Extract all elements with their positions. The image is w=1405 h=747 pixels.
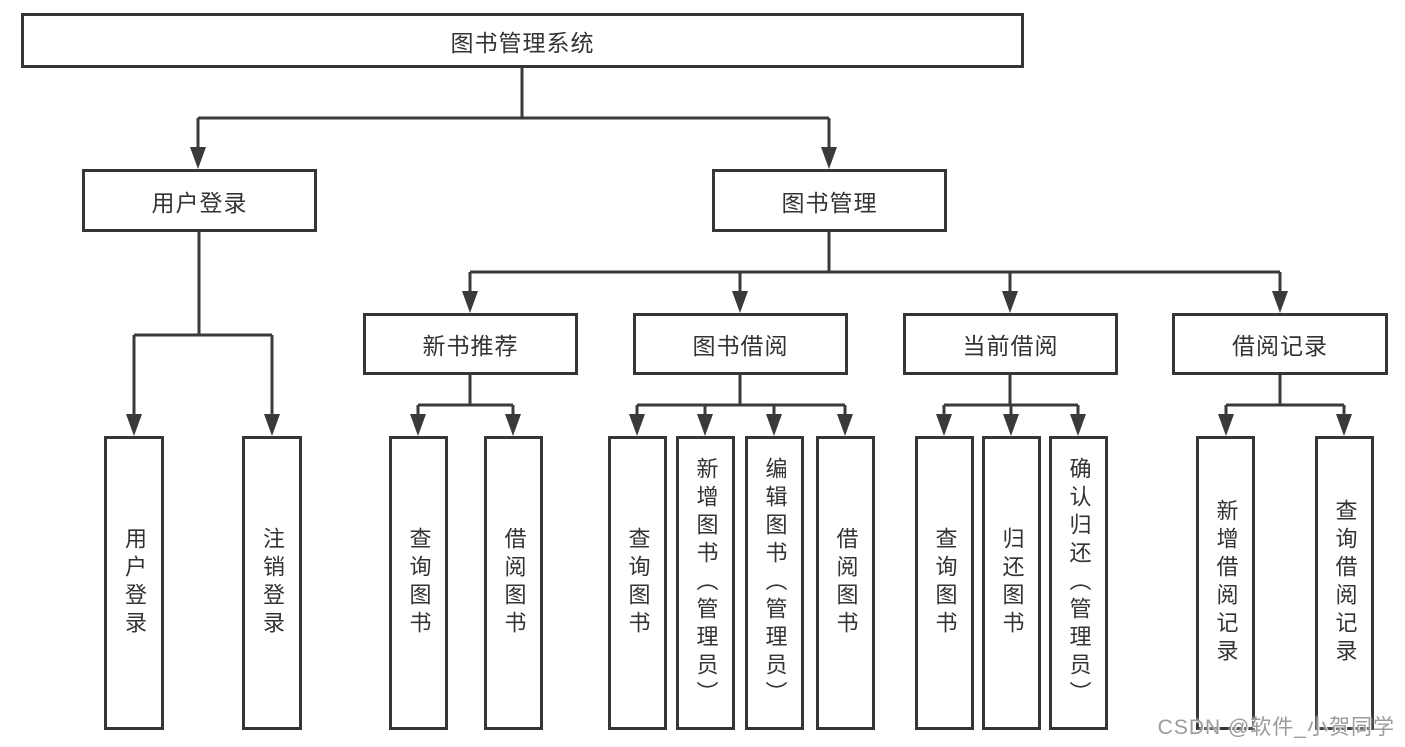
- leaf-edit-book-admin: 编辑图书（管理员）: [745, 436, 804, 730]
- node-label: 查询图书: [406, 527, 432, 639]
- leaf-confirm-return-admin: 确认归还（管理员）: [1049, 436, 1108, 730]
- node-label: 新增图书（管理员）: [693, 457, 719, 709]
- node-root-system: 图书管理系统: [21, 13, 1024, 68]
- node-label: 确认归还（管理员）: [1066, 457, 1092, 709]
- leaf-add-borrow-record: 新增借阅记录: [1196, 436, 1255, 730]
- node-label: 借阅图书: [833, 527, 859, 639]
- node-label: 查询图书: [625, 527, 651, 639]
- node-user-login: 用户登录: [82, 169, 317, 232]
- node-new-book-recommend: 新书推荐: [363, 313, 578, 375]
- node-label: 图书借阅: [692, 333, 789, 359]
- node-label: 当前借阅: [962, 333, 1059, 359]
- leaf-logout: 注销登录: [242, 436, 302, 730]
- node-label: 借阅记录: [1232, 333, 1328, 359]
- leaf-return-book: 归还图书: [982, 436, 1041, 730]
- node-label: 借阅图书: [501, 527, 527, 639]
- node-current-borrow: 当前借阅: [903, 313, 1118, 375]
- node-label: 归还图书: [999, 527, 1025, 639]
- node-book-management: 图书管理: [712, 169, 947, 232]
- leaf-query-books-1: 查询图书: [389, 436, 448, 730]
- node-label: 新书推荐: [422, 333, 519, 359]
- leaf-user-login: 用户登录: [104, 436, 164, 730]
- node-label: 用户登录: [151, 189, 248, 216]
- leaf-borrow-books-2: 借阅图书: [816, 436, 875, 730]
- leaf-query-books-2: 查询图书: [608, 436, 667, 730]
- leaf-borrow-books-1: 借阅图书: [484, 436, 543, 730]
- node-label: 查询图书: [932, 527, 958, 639]
- arrowheads: [126, 147, 1352, 436]
- node-label: 新增借阅记录: [1213, 499, 1239, 667]
- node-label: 图书管理系统: [450, 29, 595, 56]
- node-label: 用户登录: [122, 527, 147, 639]
- leaf-add-book-admin: 新增图书（管理员）: [676, 436, 735, 730]
- node-book-borrow: 图书借阅: [633, 313, 848, 375]
- node-label: 查询借阅记录: [1332, 499, 1358, 667]
- node-label: 编辑图书（管理员）: [762, 457, 788, 709]
- node-label: 注销登录: [260, 527, 285, 639]
- leaf-query-books-3: 查询图书: [915, 436, 974, 730]
- node-borrow-records: 借阅记录: [1172, 313, 1388, 375]
- leaf-query-borrow-record: 查询借阅记录: [1315, 436, 1374, 730]
- csdn-watermark: CSDN @软件_小贺同学: [1157, 716, 1395, 739]
- node-label: 图书管理: [781, 189, 878, 216]
